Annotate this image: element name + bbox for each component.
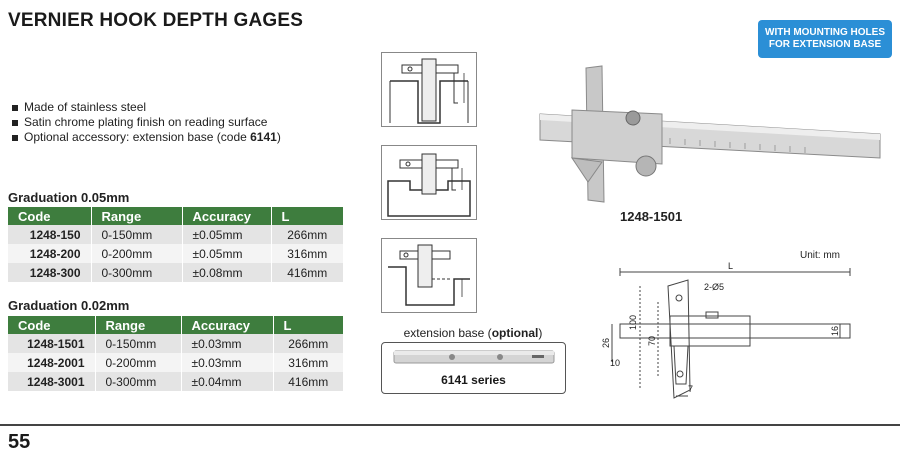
range-cell: 0-300mm bbox=[91, 263, 183, 282]
range-cell: 0-150mm bbox=[91, 225, 183, 244]
table-header-row: Code Range Accuracy L bbox=[8, 207, 343, 225]
extension-series-label: 6141 series bbox=[441, 373, 506, 387]
length-cell: 266mm bbox=[271, 225, 343, 244]
dim-7: 7 bbox=[688, 384, 693, 394]
step-measure-diagram bbox=[388, 244, 470, 306]
code-cell: 1248-300 bbox=[8, 263, 92, 282]
table-row: 1248-2001 0-200mm ±0.03mm 316mm bbox=[8, 353, 343, 372]
accuracy-cell: ±0.08mm bbox=[182, 263, 272, 282]
accuracy-cell: ±0.04mm bbox=[181, 372, 274, 391]
extension-base-box bbox=[381, 342, 566, 394]
feature-code: 6141 bbox=[250, 130, 277, 144]
extension-base-image bbox=[393, 350, 555, 364]
unit-label: Unit: mm bbox=[800, 250, 840, 261]
depth-gage-photo bbox=[539, 65, 881, 203]
accuracy-cell: ±0.05mm bbox=[182, 225, 272, 244]
range-cell: 0-200mm bbox=[91, 244, 183, 263]
dim-holes: 2-Ø5 bbox=[704, 282, 724, 292]
hook-measure-diagram bbox=[389, 58, 469, 124]
accuracy-cell: ±0.03mm bbox=[181, 353, 274, 372]
column-header: Accuracy bbox=[182, 207, 272, 225]
footer-rule bbox=[0, 424, 900, 426]
feature-item: Satin chrome plating finish on reading s… bbox=[10, 115, 281, 130]
table-row: 1248-150 0-150mm ±0.05mm 266mm bbox=[8, 225, 343, 244]
length-cell: 266mm bbox=[273, 334, 343, 353]
feature-text: Optional accessory: extension base (code bbox=[24, 130, 251, 144]
column-header: L bbox=[273, 316, 343, 334]
extension-label-text: extension base ( bbox=[403, 326, 492, 340]
dim-L: L bbox=[728, 261, 733, 271]
dim-26: 26 bbox=[601, 338, 611, 348]
column-header: Code bbox=[8, 207, 92, 225]
table-row: 1248-3001 0-300mm ±0.04mm 416mm bbox=[8, 372, 343, 391]
accuracy-cell: ±0.03mm bbox=[181, 334, 274, 353]
range-cell: 0-150mm bbox=[95, 334, 182, 353]
code-cell: 1248-2001 bbox=[8, 353, 96, 372]
extension-base-label: extension base (optional) bbox=[383, 326, 563, 340]
badge-line-2: FOR EXTENSION BASE bbox=[768, 39, 882, 50]
spec-table: Code Range Accuracy L 1248-1501 0-150mm … bbox=[8, 316, 343, 391]
range-cell: 0-300mm bbox=[95, 372, 182, 391]
table-row: 1248-1501 0-150mm ±0.03mm 266mm bbox=[8, 334, 343, 353]
extension-label-optional: optional bbox=[491, 326, 539, 340]
range-cell: 0-200mm bbox=[95, 353, 182, 372]
technical-drawing: L 2-Ø5 100 70 26 10 16 7 bbox=[601, 261, 851, 399]
dim-10: 10 bbox=[610, 358, 620, 368]
table-row: 1248-300 0-300mm ±0.08mm 416mm bbox=[8, 263, 343, 282]
spec-table: Code Range Accuracy L 1248-150 0-150mm ±… bbox=[8, 207, 343, 282]
groove-measure-diagram bbox=[387, 153, 471, 217]
column-header: Code bbox=[8, 316, 96, 334]
feature-item: Optional accessory: extension base (code… bbox=[10, 130, 281, 145]
code-cell: 1248-3001 bbox=[8, 372, 96, 391]
column-header: Range bbox=[91, 207, 183, 225]
code-cell: 1248-200 bbox=[8, 244, 92, 263]
mounting-holes-badge: WITH MOUNTING HOLES FOR EXTENSION BASE bbox=[758, 20, 892, 58]
usage-diagram-3 bbox=[381, 238, 477, 313]
page-number: 55 bbox=[8, 431, 31, 453]
usage-diagram-1 bbox=[381, 52, 477, 127]
table-row: 1248-200 0-200mm ±0.05mm 316mm bbox=[8, 244, 343, 263]
column-header: Range bbox=[95, 316, 182, 334]
column-header: Accuracy bbox=[181, 316, 274, 334]
code-cell: 1248-1501 bbox=[8, 334, 96, 353]
graduation-title: Graduation 0.05mm bbox=[8, 190, 130, 205]
feature-item: Made of stainless steel bbox=[10, 100, 281, 115]
table-header-row: Code Range Accuracy L bbox=[8, 316, 343, 334]
column-header: L bbox=[271, 207, 343, 225]
photo-caption: 1248-1501 bbox=[620, 209, 683, 224]
accuracy-cell: ±0.05mm bbox=[182, 244, 272, 263]
dim-16: 16 bbox=[830, 326, 840, 336]
dim-100: 100 bbox=[628, 315, 638, 330]
length-cell: 416mm bbox=[271, 263, 343, 282]
length-cell: 316mm bbox=[273, 353, 343, 372]
badge-line-1: WITH MOUNTING HOLES bbox=[765, 27, 885, 38]
page-title: VERNIER HOOK DEPTH GAGES bbox=[8, 10, 304, 31]
length-cell: 316mm bbox=[271, 244, 343, 263]
graduation-title: Graduation 0.02mm bbox=[8, 298, 130, 313]
dim-70: 70 bbox=[647, 336, 657, 346]
length-cell: 416mm bbox=[273, 372, 343, 391]
usage-diagram-2 bbox=[381, 145, 477, 220]
code-cell: 1248-150 bbox=[8, 225, 92, 244]
feature-list: Made of stainless steel Satin chrome pla… bbox=[10, 100, 281, 145]
extension-label-text: ) bbox=[538, 326, 543, 340]
feature-text: ) bbox=[276, 130, 281, 144]
